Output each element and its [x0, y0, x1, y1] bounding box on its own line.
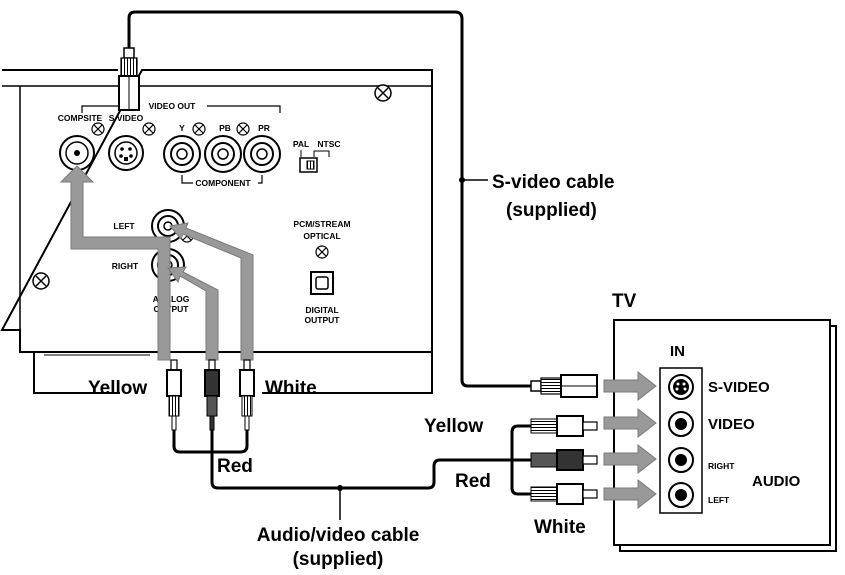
- component-pr-label: PR: [258, 123, 270, 133]
- tv-s-video-jack: [668, 374, 694, 400]
- av-cable-label-2: (supplied): [293, 549, 384, 570]
- pcm-stream-label: PCM/STREAM: [293, 219, 350, 229]
- composite-video-jack: [59, 135, 95, 171]
- cable-color-white-left: White: [265, 378, 317, 399]
- analog-output-label-2: OUTPUT: [154, 304, 190, 314]
- av-plug-red-player: [204, 359, 220, 431]
- connection-arrow: [603, 370, 657, 510]
- tv-audio-right-label: RIGHT: [708, 461, 735, 471]
- s-video-cable-label-1: S-video cable: [492, 172, 615, 193]
- analog-left-jack: [151, 209, 185, 243]
- s-video-out-label: S VIDEO: [109, 113, 144, 123]
- tv-video-label: VIDEO: [708, 416, 755, 433]
- screw-icon: [315, 245, 329, 259]
- screw-icon: [142, 122, 156, 136]
- s-video-plug-player: [118, 47, 140, 111]
- analog-right-label: RIGHT: [112, 261, 139, 271]
- component-pb-label: PB: [219, 123, 231, 133]
- connection-arrow: [59, 165, 254, 361]
- tv-audio-left-jack: [668, 482, 694, 508]
- video-out-label: VIDEO OUT: [149, 101, 197, 111]
- ntsc-label: NTSC: [317, 139, 340, 149]
- cable-color-white-right: White: [534, 517, 586, 538]
- tv-audio-label: AUDIO: [752, 473, 801, 490]
- optical-output-jack: [310, 271, 334, 295]
- digital-output-label-2: OUTPUT: [305, 315, 341, 325]
- digital-output-label-1: DIGITAL: [305, 305, 338, 315]
- tv-unit: [613, 319, 837, 552]
- pal-label: PAL: [293, 139, 309, 149]
- tv-s-video-label: S-VIDEO: [708, 379, 770, 396]
- av-plug-red-tv: [530, 449, 598, 471]
- component-y-label: Y: [179, 123, 185, 133]
- screw-icon: [32, 272, 50, 290]
- composite-label: COMPSITE: [58, 113, 103, 123]
- s-video-plug-tv: [530, 374, 598, 398]
- tv-title: TV: [612, 291, 637, 312]
- av-cable-label-1: Audio/video cable: [257, 525, 420, 546]
- cable-color-yellow-left: Yellow: [88, 378, 147, 399]
- av-plug-white-tv: [530, 483, 598, 505]
- pal-ntsc-switch[interactable]: [299, 157, 318, 173]
- analog-left-label: LEFT: [113, 221, 135, 231]
- s-video-jack: [108, 135, 144, 171]
- s-video-cable: [127, 10, 533, 388]
- screw-icon: [91, 122, 105, 136]
- av-cable: [172, 424, 531, 496]
- tv-in-label: IN: [670, 343, 685, 360]
- s-video-cable-label-2: (supplied): [506, 200, 597, 221]
- screw-icon: [236, 122, 250, 136]
- cable-color-yellow-right: Yellow: [424, 416, 483, 437]
- component-label: COMPONENT: [195, 178, 251, 188]
- tv-video-jack: [668, 411, 694, 437]
- analog-output-label-1: ANALOG: [153, 294, 190, 304]
- av-plug-yellow-tv: [530, 415, 598, 437]
- av-plug-yellow-player: [166, 359, 182, 431]
- screw-icon: [192, 122, 206, 136]
- tv-audio-left-label: LEFT: [708, 495, 730, 505]
- component-y-jack: [163, 135, 201, 173]
- cable-color-red-right: Red: [455, 471, 491, 492]
- cable-color-red-left: Red: [217, 456, 253, 477]
- tv-audio-right-jack: [668, 447, 694, 473]
- av-plug-white-player: [239, 359, 255, 431]
- screw-icon: [374, 84, 392, 102]
- component-pr-jack: [243, 135, 281, 173]
- component-pb-jack: [204, 135, 242, 173]
- optical-label: OPTICAL: [303, 231, 340, 241]
